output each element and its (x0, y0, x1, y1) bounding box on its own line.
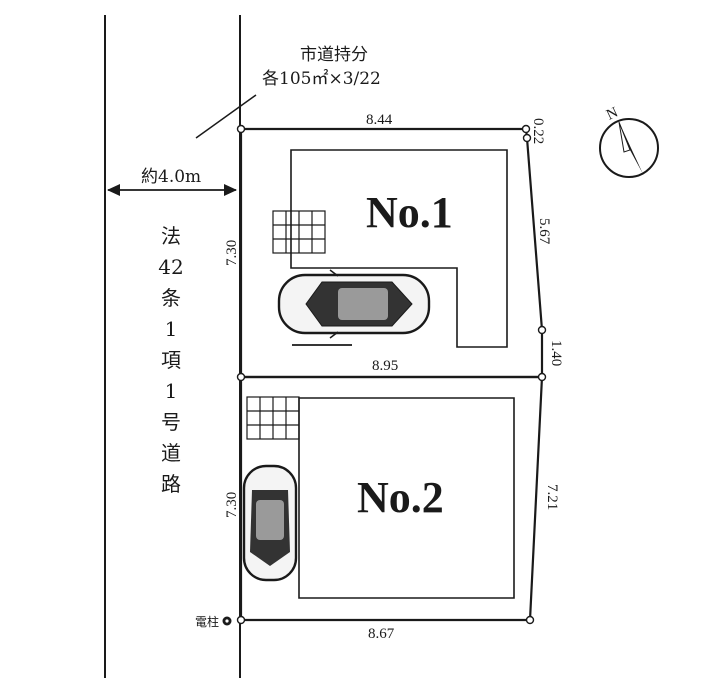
road-type-char: 条 (161, 286, 181, 310)
road-type-char: 1 (165, 379, 178, 403)
lot-2-label: No.2 (357, 473, 444, 522)
parking-grid-1 (272, 210, 326, 254)
road-type-char: 法 (161, 224, 181, 248)
dim-left-lower: 7.30 (224, 492, 240, 518)
dim-right-lower: 7.21 (544, 484, 560, 510)
building-1-footprint (290, 149, 508, 348)
city-road-share-line1: 市道持分 (300, 45, 368, 65)
road-type-char: 42 (158, 255, 183, 279)
car-icon-lot-1 (277, 269, 431, 339)
dim-left-upper: 7.30 (224, 240, 240, 266)
road-type-char: 1 (165, 317, 178, 341)
dim-middle: 8.95 (372, 358, 398, 374)
arrow-head-left (107, 184, 120, 196)
boundary-markers (236, 124, 547, 625)
lot-1-label: No.1 (366, 188, 453, 237)
compass-icon: N (599, 104, 659, 178)
utility-pole-label: 電柱 (195, 614, 219, 629)
road-width-label: 約4.0m (141, 167, 201, 187)
parking-grid-2 (246, 396, 300, 440)
dim-top-right-small: 0.22 (530, 118, 546, 144)
road-type-char: 項 (161, 348, 181, 372)
car-icon-lot-2 (242, 464, 298, 582)
building-2-footprint (298, 397, 515, 599)
road-type-char: 路 (161, 472, 181, 496)
road-type-char: 号 (161, 410, 181, 434)
dim-bottom: 8.67 (368, 626, 395, 642)
city-road-share-line2: 各105㎡×3/22 (262, 69, 381, 89)
leader-line (195, 94, 257, 139)
dim-right-upper: 5.67 (536, 218, 552, 245)
road-type-label: 法 42 条 1 項 1 号道路 (158, 224, 183, 496)
dim-top: 8.44 (366, 112, 393, 128)
arrow-head-right (224, 184, 237, 196)
road-type-char: 道 (161, 441, 181, 465)
dim-right-middle: 1.40 (548, 340, 564, 366)
